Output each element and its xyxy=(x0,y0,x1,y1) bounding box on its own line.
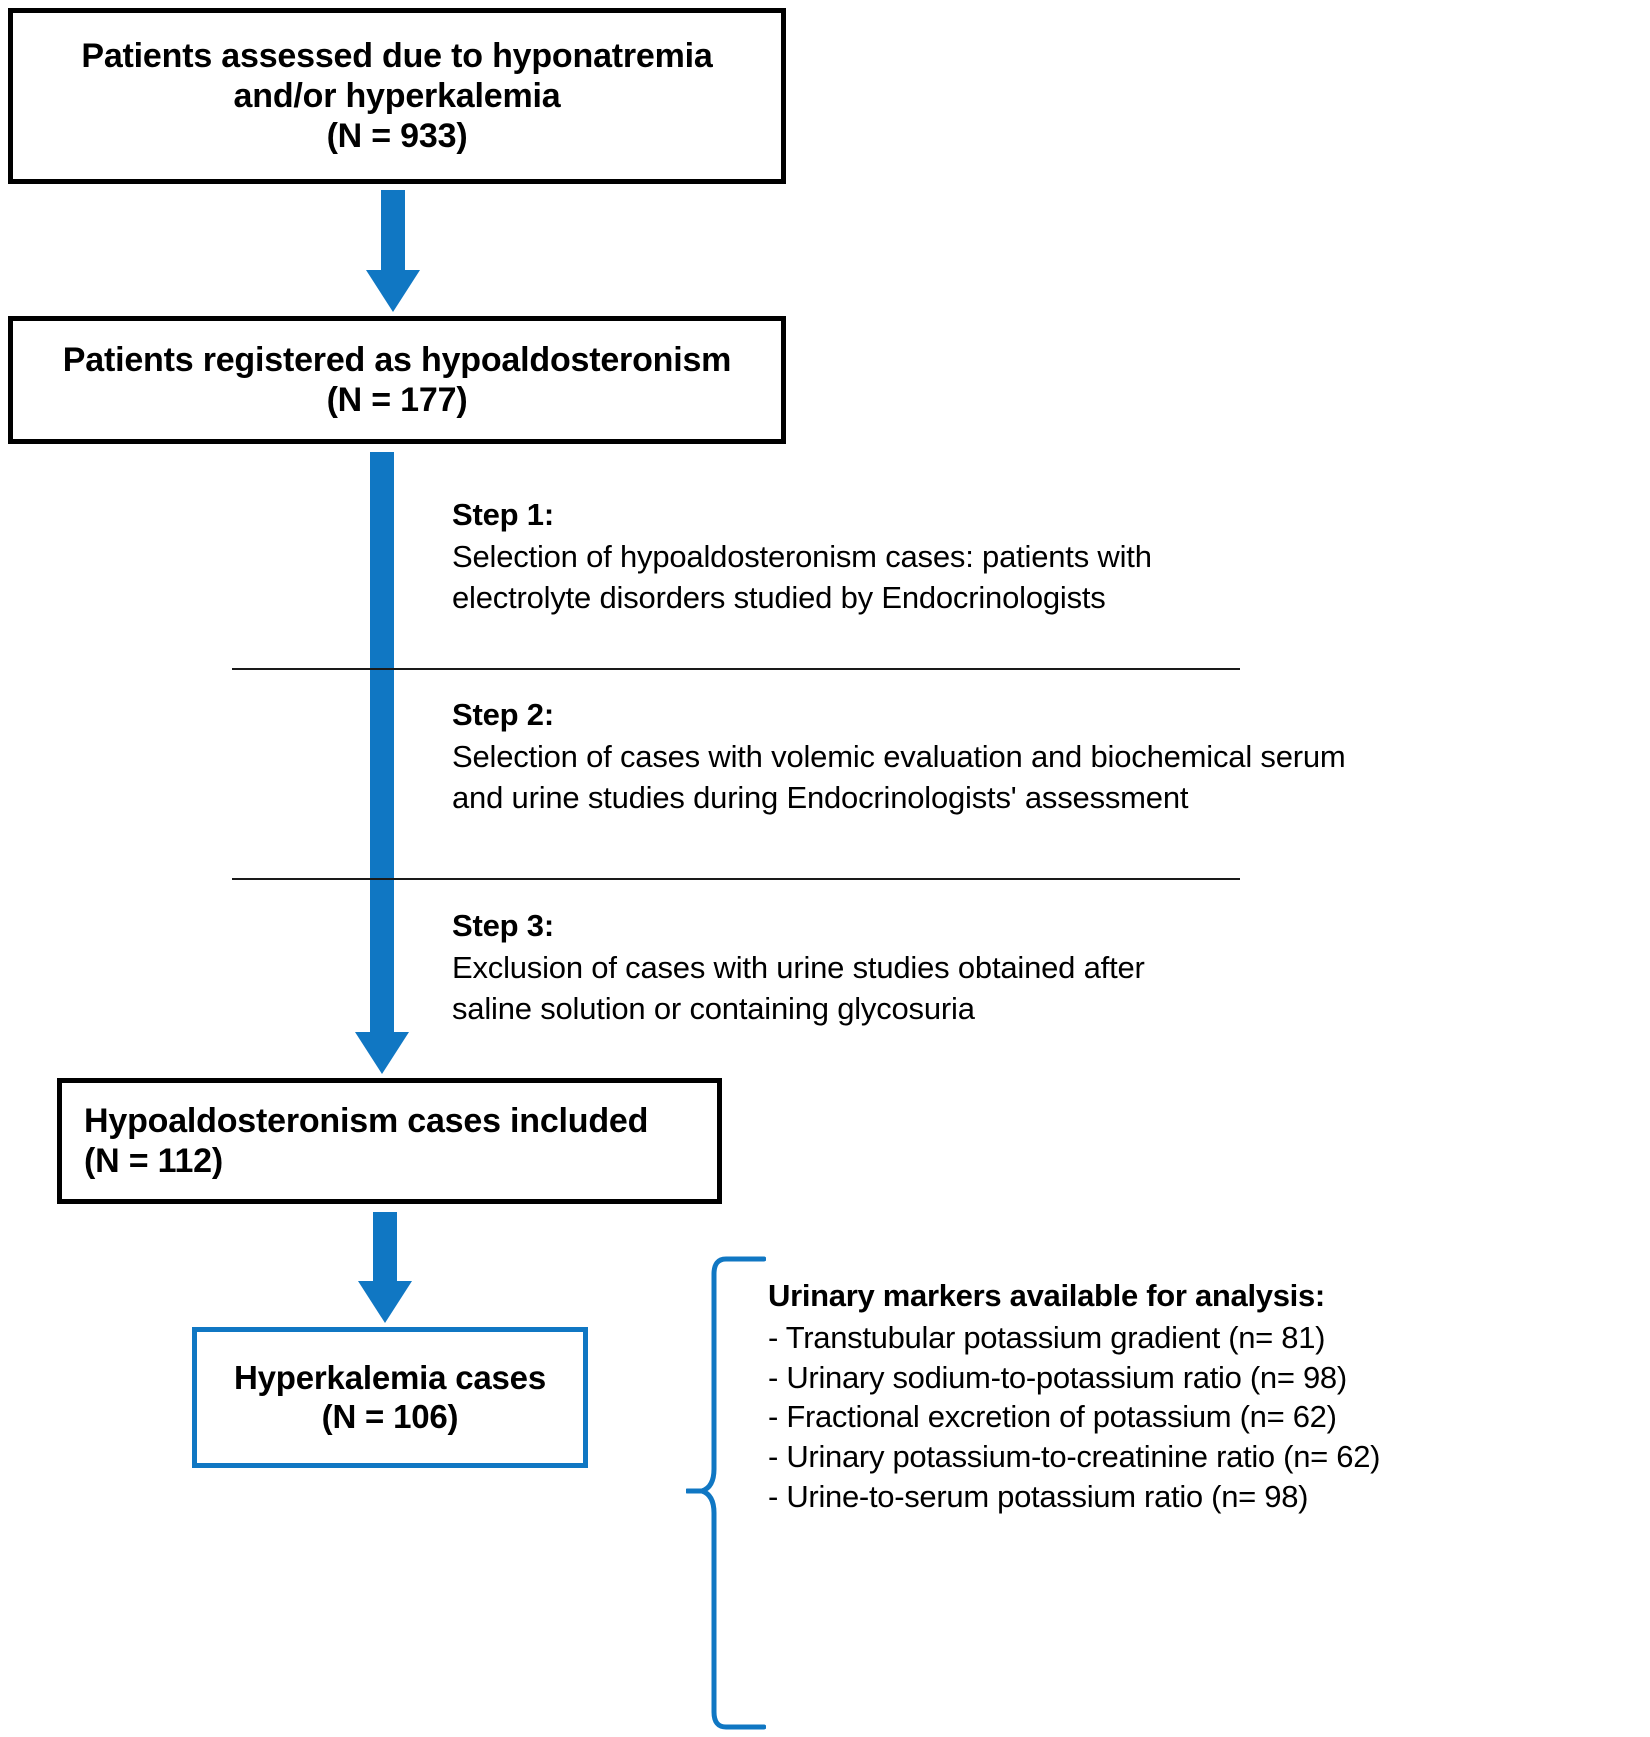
box-patients-registered: Patients registered as hypoaldosteronism… xyxy=(8,316,786,444)
arrow-head xyxy=(355,1032,409,1074)
list-item: - Fractional excretion of potassium (n= … xyxy=(768,1399,1337,1435)
step-3-body-line1: Exclusion of cases with urine studies ob… xyxy=(452,950,1145,986)
step-3-title: Step 3: xyxy=(452,908,554,943)
urinary-markers-list: Urinary markers available for analysis: … xyxy=(768,1276,1628,1517)
list-item: - Urinary potassium-to-creatinine ratio … xyxy=(768,1439,1381,1475)
arrow-down-icon-3 xyxy=(355,1212,415,1324)
step-2-title: Step 2: xyxy=(452,697,554,732)
urinary-markers-title: Urinary markers available for analysis: xyxy=(768,1278,1325,1313)
box-hypoaldosteronism-included-line2: (N = 112) xyxy=(84,1142,223,1180)
arrow-head xyxy=(366,270,420,312)
box-hyperkalemia-cases-line2: (N = 106) xyxy=(321,1397,459,1435)
arrow-down-icon-1 xyxy=(363,190,423,314)
arrow-shaft xyxy=(373,1212,397,1284)
step-2-body: Selection of cases with volemic evaluati… xyxy=(452,737,1346,818)
step-1-title: Step 1: xyxy=(452,497,554,532)
list-item: - Urine-to-serum potassium ratio (n= 98) xyxy=(768,1479,1309,1515)
box-hypoaldosteronism-included: Hypoaldosteronism cases included (N = 11… xyxy=(57,1078,722,1204)
list-item: - Transtubular potassium gradient (n= 81… xyxy=(768,1319,1326,1355)
step-1-body-line1: Selection of hypoaldosteronism cases: pa… xyxy=(452,539,1152,575)
step-divider-2 xyxy=(232,878,1240,880)
box-patients-registered-line2: (N = 177) xyxy=(326,381,468,419)
arrow-shaft xyxy=(370,452,394,1035)
step-3-body-line2: saline solution or containing glycosuria xyxy=(452,990,975,1026)
step-2-body-line2: and urine studies during Endocrinologist… xyxy=(452,779,1189,815)
step-1: Step 1: Selection of hypoaldosteronism c… xyxy=(452,495,1152,618)
step-divider-1 xyxy=(232,668,1240,670)
box-hyperkalemia-cases: Hyperkalemia cases (N = 106) xyxy=(192,1327,588,1468)
list-item: - Urinary sodium-to-potassium ratio (n= … xyxy=(768,1359,1347,1395)
arrow-shaft xyxy=(381,190,405,274)
step-2-body-line1: Selection of cases with volemic evaluati… xyxy=(452,739,1346,775)
step-3-body: Exclusion of cases with urine studies ob… xyxy=(452,948,1145,1029)
box-hypoaldosteronism-included-line1: Hypoaldosteronism cases included xyxy=(84,1101,649,1140)
box-patients-assessed: Patients assessed due to hyponatremia an… xyxy=(8,8,786,184)
box-patients-registered-line1: Patients registered as hypoaldosteronism xyxy=(62,340,732,379)
step-1-body-line2: electrolyte disorders studied by Endocri… xyxy=(452,579,1106,615)
box-patients-assessed-line1: Patients assessed due to hyponatremia xyxy=(81,36,713,75)
box-patients-assessed-line3: (N = 933) xyxy=(326,117,468,156)
step-3: Step 3: Exclusion of cases with urine st… xyxy=(452,906,1145,1029)
box-hyperkalemia-cases-line1: Hyperkalemia cases xyxy=(234,1358,546,1396)
box-patients-assessed-line2: and/or hyperkalemia xyxy=(233,76,561,115)
step-1-body: Selection of hypoaldosteronism cases: pa… xyxy=(452,537,1152,618)
step-2: Step 2: Selection of cases with volemic … xyxy=(452,695,1346,818)
arrow-down-icon-2 xyxy=(352,452,412,1076)
arrow-head xyxy=(358,1281,412,1323)
curly-brace-icon xyxy=(686,1256,766,1730)
